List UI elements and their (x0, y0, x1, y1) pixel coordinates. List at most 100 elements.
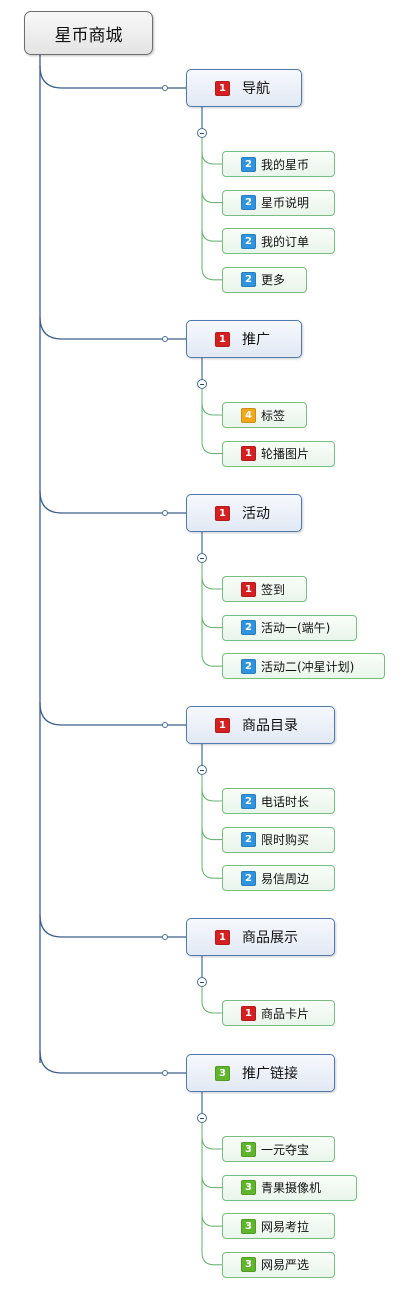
priority-icon: 3 (241, 1141, 256, 1157)
subtopic-connector (201, 1252, 222, 1266)
subtopic-connector (201, 190, 222, 204)
main-topic[interactable]: 1 商品目录 (186, 706, 335, 744)
priority-icon: 1 (215, 717, 230, 733)
branch-connector (39, 914, 186, 938)
subtopic-connector (201, 866, 222, 879)
subtopic[interactable]: 3 青果摄像机 (222, 1174, 357, 1201)
subtopic[interactable]: 2 星币说明 (222, 189, 335, 216)
priority-icon: 2 (241, 793, 256, 809)
branch-connector-dot (162, 85, 168, 91)
collapse-toggle-icon[interactable] (197, 128, 207, 138)
subtopic-label: 网易考拉 (261, 1219, 310, 1234)
subtopic-label: 电话时长 (261, 794, 310, 809)
branch-connector-dot (162, 934, 168, 940)
subtopic[interactable]: 2 易信周边 (222, 865, 335, 892)
branch-connector (39, 65, 186, 89)
subtopic-connector (201, 1175, 222, 1189)
subtopic[interactable]: 2 更多 (222, 266, 307, 293)
priority-icon: 4 (241, 407, 256, 423)
branch-connector (39, 316, 186, 340)
subtopic[interactable]: 2 活动二(冲星计划) (222, 653, 385, 680)
branch-connector-dot (162, 1070, 168, 1076)
subtopic[interactable]: 2 我的订单 (222, 228, 335, 255)
priority-icon: 2 (241, 233, 256, 249)
subtopic-label: 易信周边 (261, 871, 310, 886)
subtopic-label: 更多 (261, 273, 286, 288)
subtopic-label: 星币说明 (261, 196, 310, 211)
priority-icon: 1 (215, 929, 230, 945)
subtopic-connector (201, 267, 222, 281)
priority-icon: 3 (241, 1257, 256, 1273)
root-topic-label: 星币商城 (54, 25, 123, 46)
branch-connector-dot (162, 336, 168, 342)
priority-icon: 1 (241, 1005, 256, 1021)
subtopic-connector (201, 151, 222, 165)
collapse-toggle-icon[interactable] (197, 379, 207, 389)
priority-icon: 1 (241, 581, 256, 597)
subtopic-label: 网易严选 (261, 1258, 310, 1273)
priority-icon: 1 (241, 446, 256, 462)
subtopic[interactable]: 1 轮播图片 (222, 440, 335, 467)
priority-icon: 2 (241, 658, 256, 674)
subtopic-label: 限时购买 (261, 833, 310, 848)
subtopic-label: 我的订单 (261, 234, 310, 249)
main-topic-label: 推广链接 (242, 1066, 298, 1082)
priority-icon: 1 (215, 80, 230, 96)
subtopic-connector (201, 229, 222, 242)
subtopic-connector (201, 827, 222, 841)
main-topic[interactable]: 3 推广链接 (186, 1054, 335, 1092)
subtopic-connector (201, 402, 222, 416)
subtopic-label: 标签 (261, 408, 286, 423)
subtopic-connector (201, 576, 222, 590)
subtopic[interactable]: 1 签到 (222, 576, 307, 602)
branch-connector (39, 1050, 186, 1074)
subtopic[interactable]: 4 标签 (222, 402, 307, 428)
subtopic-connector (201, 1000, 222, 1014)
priority-icon: 2 (241, 272, 256, 288)
collapse-toggle-icon[interactable] (197, 977, 207, 987)
subtopic[interactable]: 3 一元夺宝 (222, 1136, 335, 1162)
main-topic[interactable]: 1 导航 (186, 69, 302, 107)
branch-connector-dot (162, 510, 168, 516)
subtopic[interactable]: 2 活动一(端午) (222, 614, 357, 641)
branch-connector-dot (162, 722, 168, 728)
subtopic-label: 轮播图片 (261, 447, 310, 462)
subtopic-connector (201, 441, 222, 455)
priority-icon: 3 (241, 1218, 256, 1234)
priority-icon: 3 (215, 1065, 230, 1081)
subtopic[interactable]: 3 网易严选 (222, 1251, 335, 1278)
subtopic-connector (201, 615, 222, 629)
subtopic-label: 签到 (261, 582, 286, 597)
priority-icon: 2 (241, 620, 256, 636)
main-topic-label: 商品目录 (242, 718, 298, 734)
collapse-toggle-icon[interactable] (197, 1113, 207, 1123)
subtopic-label: 青果摄像机 (261, 1181, 322, 1196)
subtopic-label: 活动一(端午) (261, 621, 331, 636)
priority-icon: 1 (215, 505, 230, 521)
collapse-toggle-icon[interactable] (197, 553, 207, 563)
subtopic-connector (201, 1214, 222, 1227)
subtopic-label: 我的星币 (261, 157, 310, 172)
subtopic[interactable]: 2 电话时长 (222, 788, 335, 814)
main-topic-label: 导航 (242, 81, 270, 97)
subtopic[interactable]: 3 网易考拉 (222, 1213, 335, 1240)
subtopic[interactable]: 2 限时购买 (222, 826, 335, 853)
priority-icon: 2 (241, 870, 256, 886)
collapse-toggle-icon[interactable] (197, 765, 207, 775)
branch-connector (39, 702, 186, 726)
main-topic[interactable]: 1 活动 (186, 494, 302, 532)
priority-icon: 2 (241, 832, 256, 848)
root-topic[interactable]: 星币商城 (24, 11, 153, 55)
subtopic-label: 一元夺宝 (261, 1142, 310, 1157)
main-topic-label: 活动 (242, 506, 270, 522)
priority-icon: 3 (241, 1180, 256, 1196)
subtopic-connector (201, 654, 222, 667)
priority-icon: 2 (241, 195, 256, 211)
subtopic-label: 活动二(冲星计划) (261, 659, 355, 674)
